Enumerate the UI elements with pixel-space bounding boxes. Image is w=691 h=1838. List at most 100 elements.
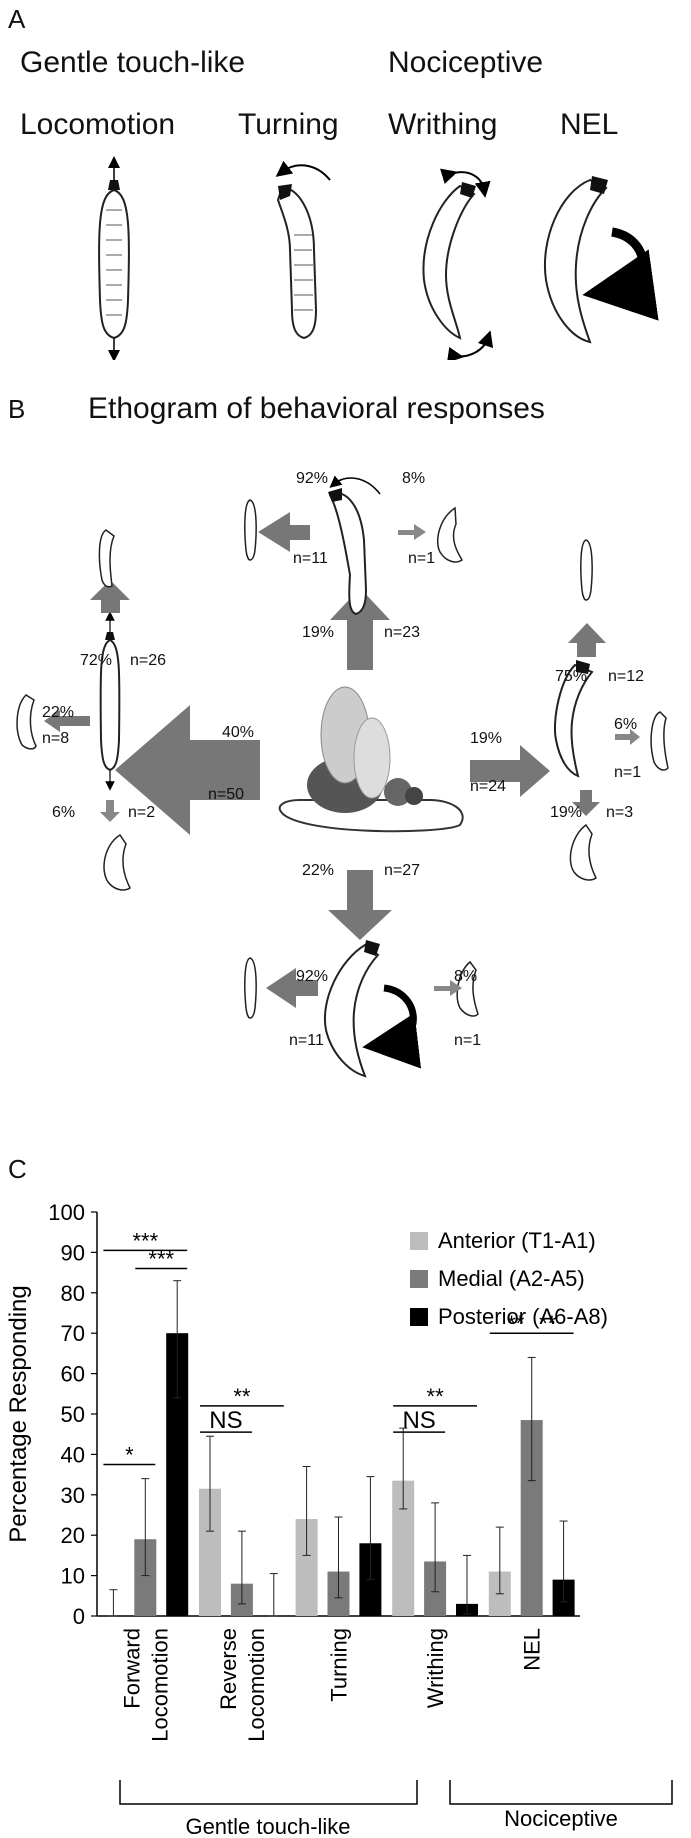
- panel-b-letter: B: [8, 394, 26, 424]
- label-top-left-pct: 92%: [296, 470, 329, 487]
- larva-turning-icon: [275, 160, 331, 340]
- bar: [134, 1539, 157, 1616]
- label-left-down-n: n=2: [128, 804, 156, 821]
- arrow-center-to-bottom: [328, 870, 392, 940]
- label-center-bottom-n: n=27: [384, 862, 421, 879]
- larva-nel-icon: [544, 176, 659, 344]
- significance-label: **: [539, 1311, 557, 1336]
- ethogram-right-writhing-larva-icon: [554, 660, 594, 778]
- significance-label: *: [125, 1443, 134, 1468]
- y-tick-label: 40: [61, 1442, 85, 1467]
- bar: [199, 1488, 221, 1616]
- mini-larva-left-bottom-icon: [103, 833, 131, 891]
- group-label-nociceptive: Nociceptive: [504, 1806, 618, 1831]
- significance-label: **: [233, 1384, 251, 1409]
- mini-larva-bottom-left-icon: [244, 957, 257, 1019]
- legend-label: Anterior (T1-A1): [438, 1228, 596, 1253]
- behavior-label-writhing: Writhing: [388, 108, 498, 141]
- mini-larva-bottom-right-icon: [456, 960, 479, 1017]
- label-center-top-n: n=23: [384, 624, 421, 641]
- bar: [520, 1420, 543, 1616]
- legend-swatch: [410, 1308, 428, 1326]
- behavior-label-locomotion: Locomotion: [20, 108, 176, 141]
- y-tick-label: 100: [48, 1200, 85, 1225]
- group-bracket-gentle: [119, 1780, 418, 1805]
- significance-label: NS: [209, 1407, 242, 1434]
- y-tick-label: 80: [61, 1281, 85, 1306]
- arrow-top-to-right: [398, 524, 426, 540]
- label-center-right-n: n=24: [470, 778, 507, 795]
- label-bottom-right-pct: 8%: [454, 968, 478, 985]
- y-tick-label: 30: [61, 1483, 85, 1508]
- larva-locomotion-icon: [98, 156, 130, 360]
- label-right-up-pct: 75%: [555, 668, 588, 685]
- arrow-left-up: [90, 580, 130, 613]
- mini-larva-top-left-icon: [244, 499, 257, 561]
- ethogram-title: Ethogram of behavioral responses: [88, 392, 545, 425]
- significance-label: **: [427, 1384, 445, 1409]
- label-top-right-pct: 8%: [402, 470, 426, 487]
- arrow-right-right: [615, 729, 640, 745]
- mini-larva-right-right-icon: [650, 711, 669, 771]
- y-tick-label: 0: [73, 1604, 85, 1629]
- legend-label: Medial (A2-A5): [438, 1266, 585, 1291]
- category-label: NEL: [520, 1628, 545, 1671]
- label-right-right-n: n=1: [614, 764, 642, 781]
- label-center-right-pct: 19%: [470, 730, 503, 747]
- behavior-label-nel: NEL: [560, 108, 619, 141]
- label-right-down-pct: 19%: [550, 804, 583, 821]
- group-label-gentle: Gentle touch-like: [20, 46, 246, 79]
- ethogram-diagram: [16, 475, 669, 1078]
- mini-larva-left-top-icon: [98, 529, 115, 588]
- fly-on-larva-icon: [278, 686, 464, 833]
- arrow-bottom-to-right: [434, 980, 462, 996]
- label-right-down-n: n=3: [606, 804, 634, 821]
- category-label: Locomotion: [244, 1628, 269, 1742]
- mini-larva-top-right-icon: [436, 506, 464, 563]
- y-tick-label: 50: [61, 1402, 85, 1427]
- category-label: Reverse: [216, 1628, 241, 1710]
- bar: [295, 1519, 318, 1616]
- y-axis-title: Percentage Responding: [5, 1285, 32, 1543]
- arrow-bottom-to-left: [266, 968, 318, 1008]
- behavior-label-turning: Turning: [238, 108, 339, 141]
- bar: [166, 1333, 189, 1616]
- label-right-right-pct: 6%: [614, 716, 638, 733]
- label-left-left-n: n=8: [42, 730, 70, 747]
- label-left-up-n: n=26: [130, 652, 167, 669]
- significance-label: **: [507, 1311, 525, 1336]
- label-top-left-n: n=11: [293, 550, 328, 567]
- label-bottom-right-n: n=1: [454, 1032, 482, 1049]
- significance-label: ***: [148, 1247, 174, 1272]
- panel-a-illustrations: [98, 156, 659, 360]
- label-top-right-n: n=1: [408, 550, 436, 567]
- category-label: Locomotion: [147, 1628, 172, 1742]
- legend-label: Posterior (A6-A8): [438, 1304, 608, 1329]
- label-left-left-pct: 22%: [42, 704, 75, 721]
- label-center-left-n: n=50: [208, 786, 245, 803]
- label-right-up-n: n=12: [608, 668, 645, 685]
- arrow-top-to-left: [258, 512, 310, 552]
- label-bottom-left-pct: 92%: [296, 968, 329, 985]
- label-center-left-pct: 40%: [222, 724, 255, 741]
- label-bottom-left-n: n=11: [289, 1032, 324, 1049]
- label-left-down-pct: 6%: [52, 804, 76, 821]
- ethogram-left-locomotion-larva-icon: [99, 611, 121, 791]
- ethogram-top-turning-larva-icon: [328, 475, 381, 616]
- category-label: Turning: [327, 1628, 352, 1702]
- group-label-nociceptive: Nociceptive: [388, 46, 544, 79]
- mini-larva-left-left-icon: [16, 694, 37, 750]
- label-left-up-pct: 72%: [80, 652, 113, 669]
- legend-swatch: [410, 1232, 428, 1250]
- arrow-right-up: [568, 623, 606, 657]
- arrow-center-to-right: [470, 745, 550, 797]
- panel-c-letter: C: [8, 1154, 27, 1184]
- arrow-left-down: [100, 800, 120, 822]
- bar: [392, 1480, 415, 1616]
- arrow-left-left: [44, 710, 90, 732]
- y-tick-label: 70: [61, 1321, 85, 1346]
- panel-a-letter: A: [8, 4, 26, 34]
- y-tick-label: 10: [61, 1564, 85, 1589]
- group-bracket-nociceptive: [449, 1780, 673, 1805]
